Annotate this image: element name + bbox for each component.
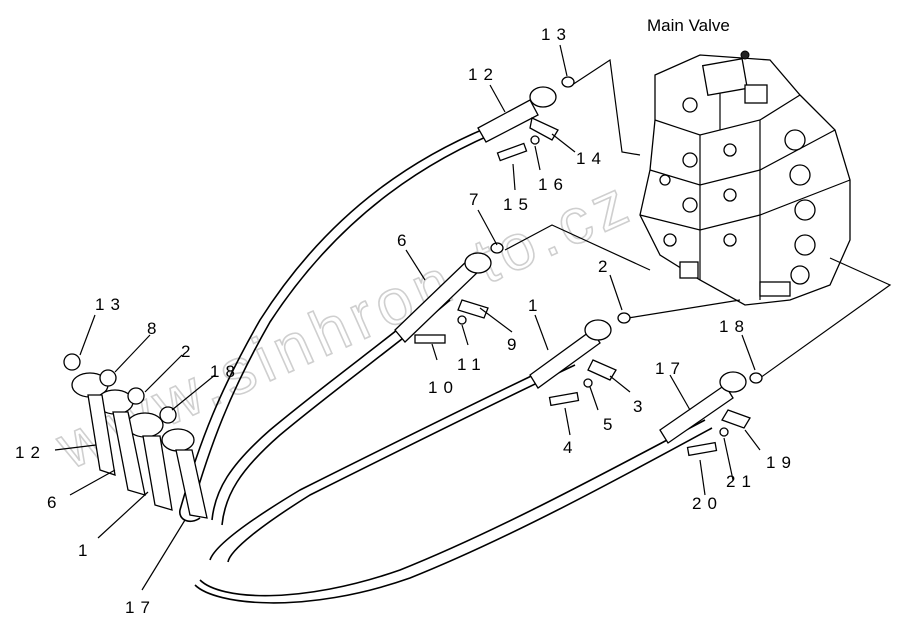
callout-10: 10	[428, 378, 459, 397]
main-valve-illustration	[639, 50, 851, 306]
main-valve-title: Main Valve	[647, 16, 730, 35]
fitting-1	[529, 312, 631, 407]
callout-18-right: 18	[719, 317, 750, 336]
callout-9: 9	[507, 335, 522, 354]
callout-17-left: 17	[125, 598, 156, 617]
callout-leaders	[54, 44, 761, 591]
hose-1	[209, 359, 566, 561]
callout-13-top: 13	[541, 25, 572, 44]
callout-20: 20	[692, 494, 723, 513]
fitting-17	[659, 371, 763, 457]
callout-12-top: 12	[468, 65, 499, 84]
hose-17	[199, 419, 706, 597]
callout-16: 16	[538, 175, 569, 194]
callout-8: 8	[147, 319, 162, 338]
fitting-6	[394, 242, 504, 344]
callout-15: 15	[503, 195, 534, 214]
callout-11: 11	[457, 355, 487, 374]
callout-13-left: 13	[95, 295, 126, 314]
callout-1-left: 1	[78, 541, 93, 560]
leader-line	[504, 224, 651, 271]
callout-7: 7	[469, 190, 484, 209]
leader-line	[627, 299, 741, 319]
callout-21: 21	[726, 472, 757, 491]
leader-line	[571, 58, 641, 156]
flange-group-left	[63, 353, 208, 519]
callout-1-mid: 1	[528, 296, 543, 315]
callout-6-left: 6	[47, 493, 62, 512]
callout-4: 4	[563, 438, 578, 457]
callout-12-left: 12	[15, 443, 46, 462]
callout-18-left: 18	[210, 362, 241, 381]
callout-17-right: 17	[655, 359, 686, 378]
callout-19: 19	[766, 453, 797, 472]
callout-5: 5	[603, 415, 618, 434]
callout-3: 3	[633, 397, 648, 416]
callout-14: 14	[576, 149, 607, 168]
callout-6-mid: 6	[397, 231, 412, 250]
callout-2-mid: 2	[598, 257, 613, 276]
callout-2-left: 2	[181, 342, 196, 361]
hose-12	[179, 114, 521, 522]
leader-line	[759, 257, 892, 379]
fitting-12	[477, 76, 575, 162]
